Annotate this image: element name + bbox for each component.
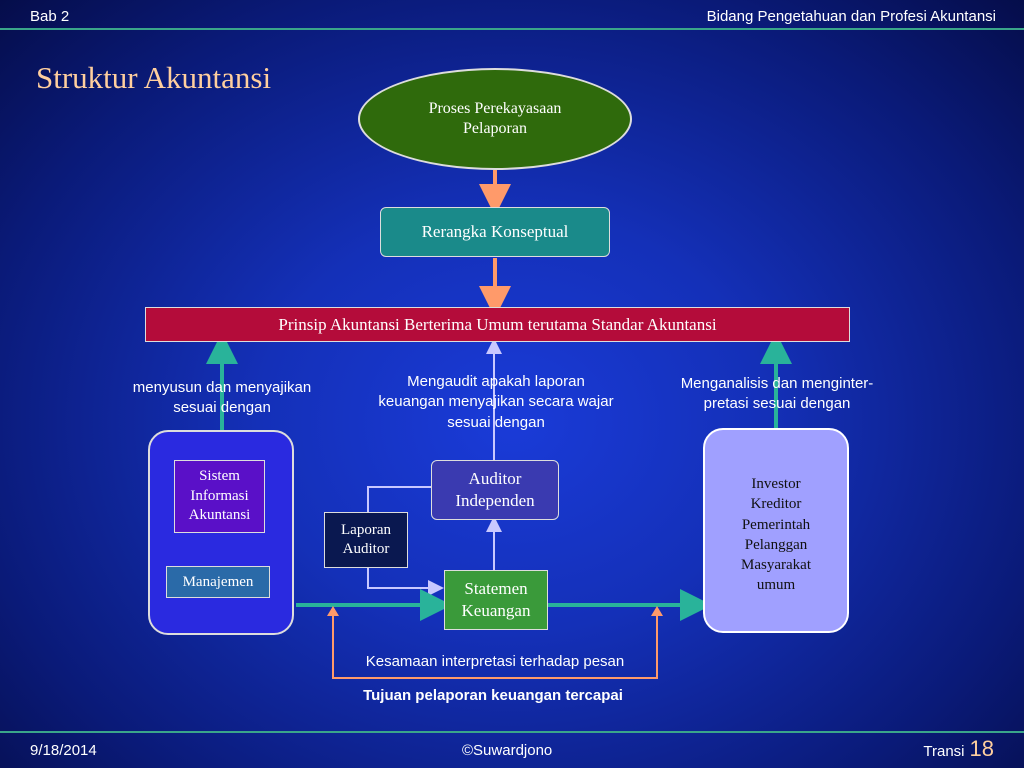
caption-kesamaan: Kesamaan interpretasi terhadap pesan [365, 653, 625, 670]
node-auditor-independen: Auditor Independen [431, 460, 559, 520]
user-umum: umum [756, 577, 796, 594]
bracket-kesamaan [332, 612, 658, 679]
node-laporan-auditor: Laporan Auditor [324, 512, 408, 568]
node-prinsip-label: Prinsip Akuntansi Berterima Umum terutam… [278, 314, 717, 334]
caption-mengaudit: Mengaudit apakah laporan keuangan menyaj… [378, 373, 614, 431]
node-sistem-informasi: Sistem Informasi Akuntansi [174, 460, 265, 533]
node-manajemen-label: Manajemen [182, 573, 254, 590]
footer-page-number: 18 [969, 736, 994, 761]
footer-author: ©Suwardjono [462, 742, 553, 759]
node-prinsip-akuntansi: Prinsip Akuntansi Berterima Umum terutam… [145, 307, 850, 342]
caption-tujuan: Tujuan pelaporan keuangan tercapai [363, 687, 623, 704]
arrow-laporan-statemen [367, 568, 444, 596]
caption-menganalisis: Menganalisis dan menginter-pretasi sesua… [680, 375, 874, 413]
node-rerangka-konseptual: Rerangka Konseptual [380, 207, 610, 257]
caption-menyusun: menyusun dan menyajikan sesuai dengan [132, 379, 312, 417]
node-proses-perekayasaan: Proses Perekayasaan Pelaporan [358, 68, 632, 170]
node-auditor-label: Auditor Independen [455, 468, 535, 510]
footer-date: 9/18/2014 [30, 742, 97, 759]
line-auditor-laporan [367, 486, 432, 512]
chapter-label: Bab 2 [30, 8, 70, 25]
header-divider [0, 28, 1024, 30]
footer-transi-label: Transi [923, 743, 965, 760]
footer-slide-number: Transi 18 [923, 736, 994, 762]
user-pemerintah: Pemerintah [741, 516, 811, 533]
node-sia-label: Sistem Informasi Akuntansi [188, 468, 251, 524]
node-statemen-keuangan: Statemen Keuangan [444, 570, 548, 630]
user-masyarakat: Masyarakat [741, 557, 811, 573]
footer-divider [0, 731, 1024, 733]
header-subject: Bidang Pengetahuan dan Profesi Akuntansi [706, 8, 996, 25]
node-laporan-label: Laporan Auditor [341, 521, 391, 558]
user-pelanggan: Pelanggan [744, 536, 808, 553]
user-kreditor: Kreditor [750, 496, 802, 513]
user-investor: Investor [751, 476, 801, 492]
node-proses-label: Proses Perekayasaan Pelaporan [428, 100, 562, 137]
node-manajemen: Manajemen [166, 566, 270, 598]
node-rerangka-label: Rerangka Konseptual [421, 222, 569, 242]
page-title: Struktur Akuntansi [36, 60, 272, 95]
node-pengguna: Investor Kreditor Pemerintah Pelanggan M… [703, 428, 849, 633]
node-statemen-label: Statemen Keuangan [461, 578, 531, 620]
